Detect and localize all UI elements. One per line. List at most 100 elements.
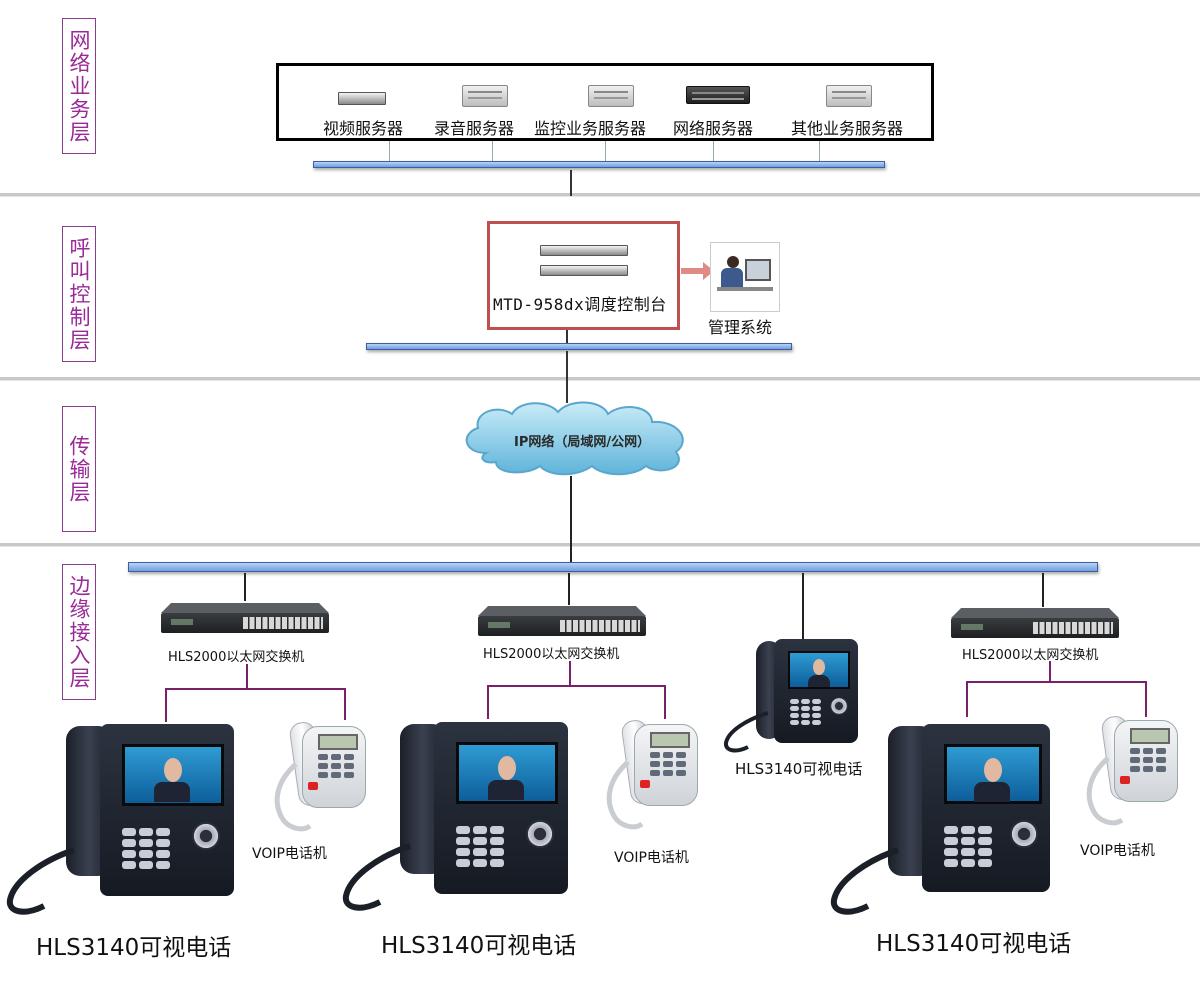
server-connector	[605, 141, 606, 162]
caller-suit	[488, 780, 524, 800]
switch-drop	[1042, 573, 1044, 607]
control-uplink	[566, 351, 568, 403]
transport-downlink	[570, 476, 572, 564]
branch-line	[1145, 681, 1147, 717]
caller-suit	[974, 782, 1010, 802]
caller-suit	[154, 782, 190, 802]
nav-pad-icon	[526, 820, 554, 848]
switch-label: HLS2000以太网交换机	[483, 647, 620, 662]
separator-2	[0, 377, 1200, 381]
caller-face	[498, 756, 516, 780]
branch-line	[569, 661, 571, 685]
coil-cord-icon	[1086, 756, 1124, 826]
server-label: 其他业务服务器	[791, 119, 904, 138]
voip-keypad	[318, 754, 354, 778]
switch-top	[951, 608, 1119, 618]
service-bus	[313, 161, 885, 168]
ethernet-switch-icon	[478, 606, 646, 636]
branch-line	[487, 685, 665, 687]
console-label: MTD-958dx调度控制台	[493, 295, 667, 314]
ip-cloud-icon	[465, 401, 684, 476]
branch-line	[1049, 661, 1051, 681]
keypad	[122, 828, 170, 869]
branch-line	[966, 681, 1146, 683]
voip-phone-icon	[1080, 714, 1180, 834]
arrow-to-management	[681, 268, 705, 274]
keypad	[790, 699, 821, 725]
switch-drop	[568, 573, 570, 605]
caller-suit	[808, 675, 830, 687]
video-phone-label: HLS3140可视电话	[735, 760, 863, 778]
voip-phone-icon	[600, 718, 700, 838]
caller-face	[164, 758, 182, 782]
switch-top	[161, 603, 329, 613]
video-phone-label: HLS3140可视电话	[36, 935, 232, 961]
separator-3	[0, 543, 1200, 547]
voip-red-key	[1120, 776, 1130, 784]
coil-cord-icon	[6, 847, 75, 915]
access-bus	[128, 562, 1098, 572]
voip-keypad	[650, 752, 686, 776]
voip-label: VOIP电话机	[252, 846, 327, 862]
switch-top	[478, 606, 646, 616]
voip-keypad	[1130, 748, 1166, 772]
coil-cord-icon	[342, 843, 411, 911]
management-icon	[710, 242, 780, 312]
branch-line	[344, 688, 346, 720]
switch-led	[961, 624, 983, 630]
tower-server-icon	[462, 85, 508, 107]
server-label: 网络服务器	[673, 119, 754, 138]
branch-line	[246, 664, 248, 688]
video-phone-label: HLS3140可视电话	[381, 933, 577, 959]
video-phone-icon	[722, 637, 862, 757]
separator-1	[0, 193, 1200, 197]
branch-line	[165, 688, 345, 690]
switch-ports	[243, 617, 323, 629]
server-label: 视频服务器	[323, 119, 404, 138]
voip-lcd	[1130, 728, 1170, 744]
server-connector	[492, 141, 493, 162]
keypad	[944, 826, 992, 867]
voip-phone-icon	[268, 720, 368, 840]
layer-label-network-service: 网络业务层	[62, 18, 96, 154]
operator-head	[727, 256, 739, 268]
video-phone-icon	[828, 720, 1058, 920]
desk	[717, 287, 773, 291]
caller-face	[984, 758, 1002, 782]
voip-lcd	[650, 732, 690, 748]
server-connector	[389, 141, 390, 162]
branch-line	[664, 685, 666, 719]
console-rack-icon	[540, 245, 628, 256]
rack-server-dark-icon	[686, 86, 750, 104]
branch-line	[487, 685, 489, 719]
voip-red-key	[640, 780, 650, 788]
keypad	[456, 826, 504, 867]
coil-cord-icon	[274, 762, 312, 832]
nav-pad-icon	[830, 697, 848, 715]
layer-label-edge-access: 边缘接入层	[62, 564, 96, 700]
tower-server-icon	[588, 85, 634, 107]
branch-line	[966, 681, 968, 717]
coil-cord-icon	[830, 847, 899, 915]
switch-led	[488, 622, 510, 628]
switch-drop	[244, 573, 246, 601]
operator-body	[721, 268, 743, 288]
server-label: 录音服务器	[434, 119, 515, 138]
ethernet-switch-icon	[951, 608, 1119, 638]
voip-label: VOIP电话机	[1080, 843, 1155, 859]
cloud-label: IP网络（局域网/公网）	[514, 435, 651, 450]
server-connector	[819, 141, 820, 162]
server-label: 监控业务服务器	[534, 119, 647, 138]
switch-label: HLS2000以太网交换机	[962, 648, 1099, 663]
switch-ports	[1033, 622, 1113, 634]
layer-label-transport: 传输层	[62, 406, 96, 532]
switch-ports	[560, 620, 640, 632]
voip-label: VOIP电话机	[614, 850, 689, 866]
console-downlink	[566, 330, 568, 346]
caller-face	[813, 659, 825, 675]
phone-drop	[802, 573, 804, 639]
server-connector	[713, 141, 714, 162]
video-phone-icon	[4, 720, 234, 920]
video-phone-icon	[340, 716, 570, 916]
switch-led	[171, 619, 193, 625]
